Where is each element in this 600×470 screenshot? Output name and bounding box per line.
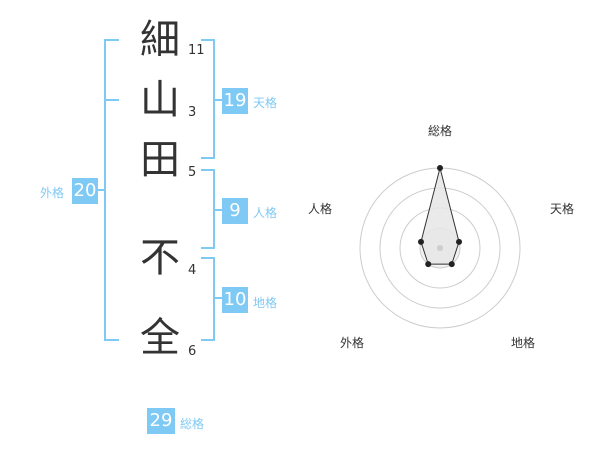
name-char-2: 山 [140, 77, 180, 123]
chikaku-bracket [201, 257, 222, 341]
name-char-4: 不 [140, 235, 180, 281]
radar-series-polygon [420, 167, 460, 265]
stroke-count-4: 4 [188, 263, 197, 278]
soukaku-value-badge: 29 [147, 408, 175, 434]
jinkaku-label: 人格 [253, 206, 278, 220]
stroke-count-5: 6 [188, 344, 197, 359]
tenkaku-value-badge: 19 [222, 88, 248, 114]
gaikaku-label: 外格 [40, 186, 65, 200]
radar-axis-label-0: 総格 [428, 124, 453, 138]
chikaku-label: 地格 [253, 296, 278, 310]
stroke-count-3: 5 [188, 165, 197, 180]
radar-point-0 [437, 165, 443, 171]
name-char-5: 全 [140, 315, 180, 361]
tenkaku-label: 天格 [253, 96, 278, 110]
jinkaku-bracket [201, 169, 222, 249]
tenkaku-bracket [201, 39, 222, 159]
stroke-count-1: 11 [188, 43, 205, 58]
gaikaku-value-badge: 20 [72, 178, 98, 204]
radar-point-4 [417, 238, 424, 245]
radar-axis-label-4: 人格 [308, 202, 333, 216]
soukaku-label: 総格 [180, 417, 205, 431]
stroke-count-2: 3 [188, 105, 197, 120]
chikaku-value-badge: 10 [222, 287, 248, 313]
radar-axis-label-1: 天格 [550, 202, 575, 216]
name-char-1: 細 [140, 17, 180, 63]
radar-axis-label-2: 地格 [511, 336, 536, 350]
jinkaku-value-badge: 9 [222, 198, 248, 224]
radar-axis-label-3: 外格 [340, 336, 365, 350]
name-char-3: 田 [140, 137, 180, 183]
radar-point-3 [425, 261, 432, 268]
radar-center-dot [437, 245, 443, 251]
radar-point-1 [456, 238, 463, 245]
radar-point-2 [448, 261, 455, 268]
